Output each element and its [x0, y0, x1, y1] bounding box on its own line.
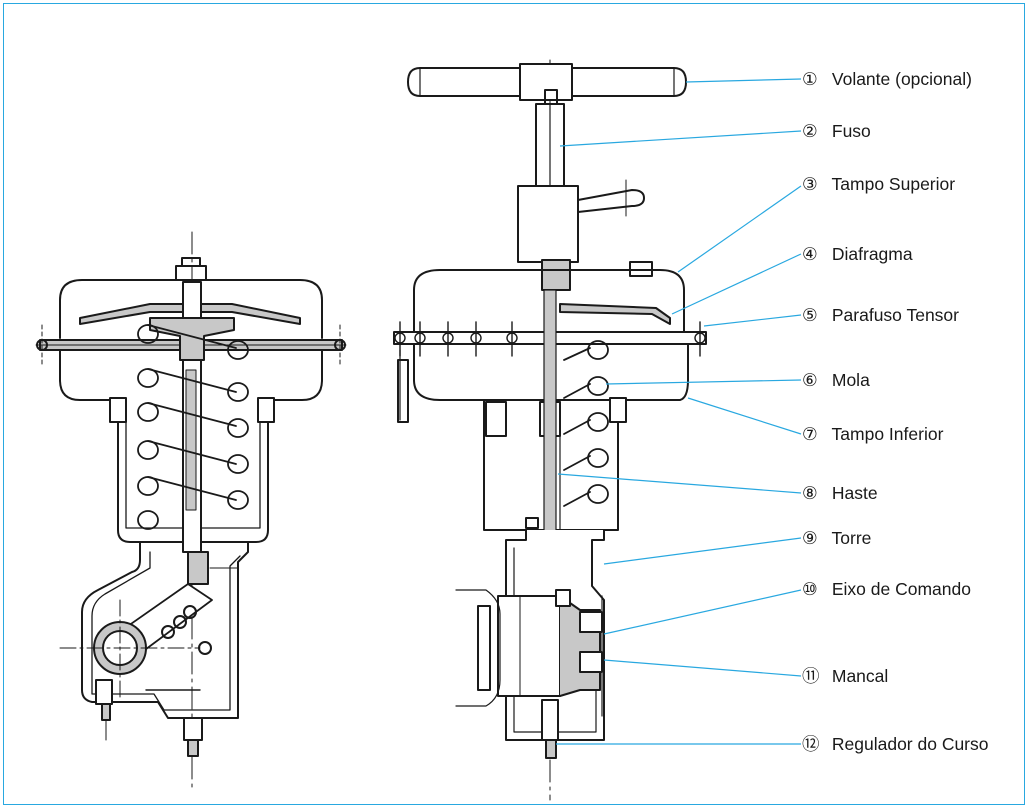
- callout-text: Mola: [831, 370, 870, 390]
- leader-lines: [556, 78, 802, 745]
- callout-eixo-de-comando: ⑩ Eixo de Comando: [802, 579, 971, 599]
- spring-coils-left: [137, 324, 249, 530]
- callout-tampo-superior: ③ Tampo Superior: [802, 174, 955, 194]
- callout-volante: ① Volante (opcional): [802, 69, 972, 89]
- callout-tampo-inferior: ⑦ Tampo Inferior: [802, 424, 943, 444]
- callout-number: ③: [802, 174, 818, 194]
- handwheel: [407, 63, 687, 105]
- callout-regulador-do-curso: ⑫ Regulador do Curso: [802, 734, 989, 754]
- stem-right: [543, 289, 557, 551]
- callout-number: ④: [802, 244, 818, 264]
- lower-casing-left: [59, 349, 111, 401]
- callout-number: ⑪: [802, 666, 820, 686]
- callout-number: ①: [802, 69, 818, 89]
- leader-5: [703, 314, 802, 327]
- leader-1: [685, 78, 802, 83]
- left-section-view: [35, 231, 347, 793]
- callout-number: ⑥: [802, 370, 818, 390]
- leader-6: [605, 379, 802, 385]
- leader-9: [603, 537, 802, 565]
- callout-text: Parafuso Tensor: [831, 305, 959, 325]
- leader-7: [687, 397, 802, 435]
- figure-frame: [3, 3, 1025, 805]
- diaphragm-plate-right: [559, 303, 671, 325]
- callout-number: ⑧: [802, 483, 818, 503]
- callout-text: Mancal: [831, 666, 889, 686]
- diaphragm-plate-left: [79, 303, 301, 325]
- upper-casing-right: [413, 269, 685, 333]
- leader-11: [603, 659, 802, 677]
- lock-lever: [577, 189, 645, 213]
- callout-number: ⑨: [802, 528, 818, 548]
- callout-text: Regulador do Curso: [831, 734, 989, 754]
- yoke-left: [81, 541, 249, 719]
- callout-text: Haste: [831, 483, 878, 503]
- bearing-right: [497, 595, 561, 697]
- callout-text: Tampo Superior: [831, 174, 956, 194]
- callout-haste: ⑧ Haste: [802, 483, 878, 503]
- callout-number: ⑦: [802, 424, 818, 444]
- callout-text: Diafragma: [831, 244, 913, 264]
- callout-text: Eixo de Comando: [831, 579, 971, 599]
- leader-10: [603, 589, 802, 635]
- callout-number: ⑫: [802, 734, 820, 754]
- leader-4: [671, 253, 802, 315]
- callout-number: ⑤: [802, 305, 818, 325]
- leader-2: [559, 130, 802, 147]
- callout-text: Fuso: [831, 121, 871, 141]
- callout-number: ②: [802, 121, 818, 141]
- callout-text: Torre: [831, 528, 872, 548]
- stroke-regulator-screw: [545, 739, 557, 759]
- callout-text: Tampo Inferior: [831, 424, 944, 444]
- top-nut-left: [175, 265, 207, 281]
- callout-diafragma: ④ Diafragma: [802, 244, 913, 264]
- upper-casing-left: [59, 279, 323, 339]
- spring-coils-right: [563, 340, 609, 507]
- right-section-view: [393, 59, 707, 801]
- callout-text: Volante (opcional): [831, 69, 972, 89]
- callout-torre: ⑨ Torre: [802, 528, 871, 548]
- callout-number: ⑩: [802, 579, 818, 599]
- callout-mancal: ⑪ Mancal: [802, 666, 888, 686]
- callout-mola: ⑥ Mola: [802, 370, 870, 390]
- callout-parafuso-tensor: ⑤ Parafuso Tensor: [802, 305, 959, 325]
- callout-fuso: ② Fuso: [802, 121, 871, 141]
- leader-8: [557, 473, 802, 494]
- leader-3: [677, 185, 802, 273]
- handwheel-housing: [517, 185, 579, 263]
